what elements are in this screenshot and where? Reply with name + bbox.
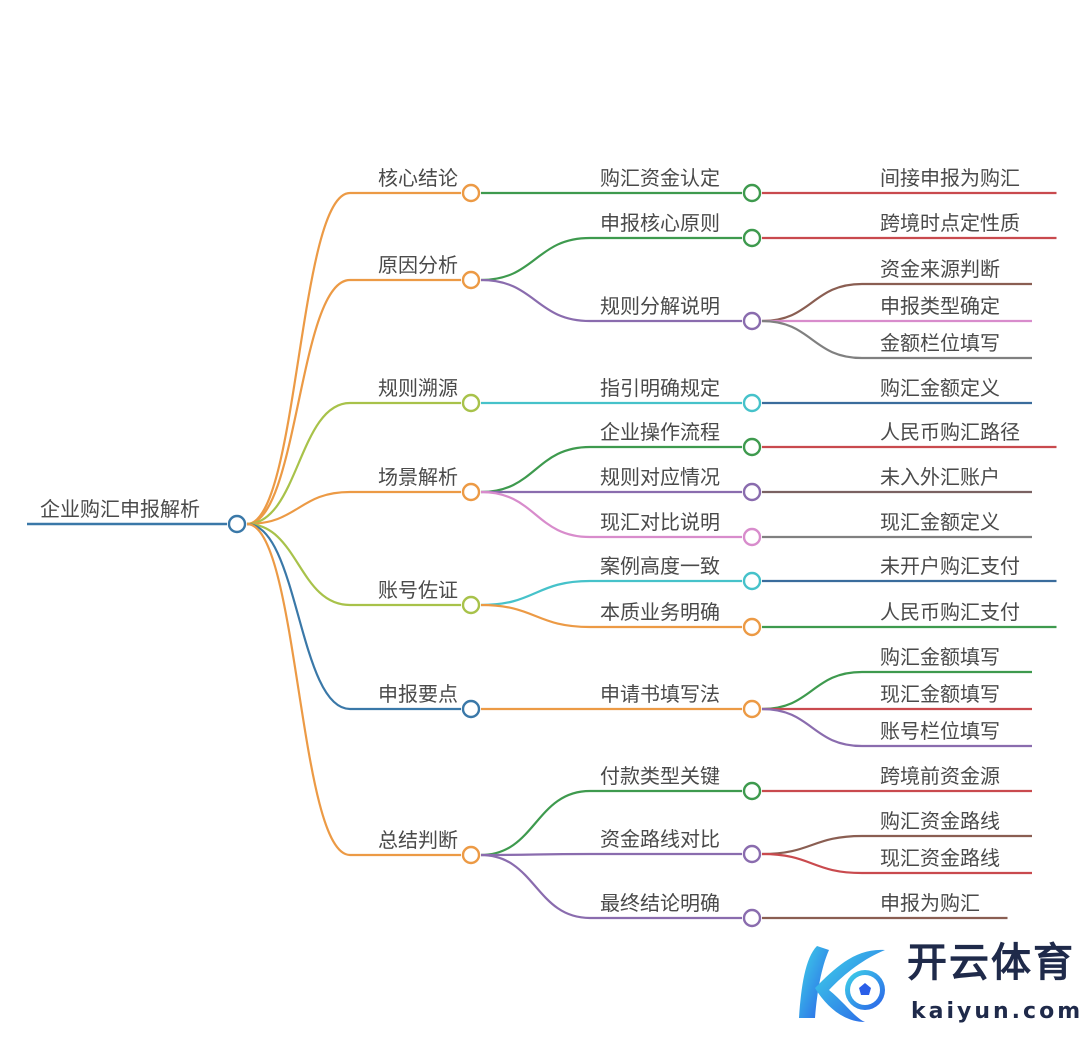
subtopic-edge bbox=[480, 852, 742, 857]
subtopic: 企业操作流程 bbox=[600, 420, 720, 444]
leaf-topic: 间接申报为购汇 bbox=[880, 166, 1020, 190]
leaf-edge bbox=[761, 319, 1032, 360]
subtopic-node-circle bbox=[742, 482, 762, 502]
subtopic: 购汇资金认定 bbox=[600, 166, 720, 190]
leaf-topic: 购汇金额填写 bbox=[880, 645, 1000, 669]
leaf-topic: 金额栏位填写 bbox=[880, 331, 1000, 355]
leaf-topic: 购汇金额定义 bbox=[880, 376, 1000, 400]
logo-name: 开云体育 bbox=[907, 940, 1075, 986]
leaf-edge bbox=[761, 670, 1032, 711]
leaf-topic: 跨境时点定性质 bbox=[880, 211, 1020, 235]
nodes bbox=[227, 183, 762, 928]
subtopic-node-circle bbox=[742, 527, 762, 547]
subtopic-node-circle bbox=[742, 617, 762, 637]
leaf-topic: 人民币购汇路径 bbox=[880, 420, 1020, 444]
subtopic-edge bbox=[480, 236, 742, 282]
subtopic: 现汇对比说明 bbox=[600, 510, 720, 534]
branch-topic: 账号佐证 bbox=[378, 578, 458, 602]
branch-node-circle bbox=[461, 393, 481, 413]
subtopic-node-circle bbox=[742, 781, 762, 801]
subtopic-node-circle bbox=[742, 228, 762, 248]
leaf-topic: 申报为购汇 bbox=[880, 891, 980, 915]
subtopic: 最终结论明确 bbox=[600, 891, 720, 915]
subtopic-node-circle bbox=[742, 908, 762, 928]
kaiyun-k-ball-icon bbox=[799, 946, 885, 1022]
leaf-topic: 未入外汇账户 bbox=[880, 465, 1000, 489]
branch-edge bbox=[246, 522, 461, 711]
branch-topic: 申报要点 bbox=[378, 682, 458, 706]
leaf-topic: 现汇金额定义 bbox=[880, 510, 1000, 534]
branch-edge bbox=[246, 401, 461, 526]
subtopic-node-circle bbox=[742, 571, 762, 591]
branch-node-circle bbox=[461, 595, 481, 615]
branch-node-circle bbox=[461, 482, 481, 502]
leaf-topic: 现汇资金路线 bbox=[880, 846, 1000, 870]
subtopic-node-circle bbox=[742, 311, 762, 331]
leaf-topic: 跨境前资金源 bbox=[880, 764, 1000, 788]
branch-topic: 总结判断 bbox=[378, 828, 458, 852]
branch-edge bbox=[246, 191, 461, 526]
branch-topic: 场景解析 bbox=[378, 465, 458, 489]
edges bbox=[27, 191, 1057, 920]
branch-edge bbox=[246, 522, 461, 607]
subtopic-node-circle bbox=[742, 183, 762, 203]
branch-node-circle bbox=[461, 845, 481, 865]
subtopic-edge bbox=[480, 853, 742, 920]
leaf-edge bbox=[761, 707, 1032, 748]
subtopic-edge bbox=[480, 603, 742, 629]
branch-node-circle bbox=[461, 183, 481, 203]
branch-edge bbox=[246, 522, 461, 857]
branch-topic: 核心结论 bbox=[378, 166, 458, 190]
subtopic-node-circle bbox=[742, 844, 762, 864]
subtopic: 资金路线对比 bbox=[600, 827, 720, 851]
leaf-edge bbox=[761, 834, 1032, 856]
subtopic: 申请书填写法 bbox=[600, 682, 720, 706]
leaf-topic: 申报类型确定 bbox=[880, 294, 1000, 318]
subtopic-node-circle bbox=[742, 699, 762, 719]
subtopic: 指引明确规定 bbox=[600, 376, 720, 400]
root-topic: 企业购汇申报解析 bbox=[40, 497, 200, 521]
subtopic-node-circle bbox=[742, 437, 762, 457]
leaf-topic: 资金来源判断 bbox=[880, 257, 1000, 281]
branch-edge bbox=[246, 278, 461, 526]
subtopic: 申报核心原则 bbox=[600, 211, 720, 235]
subtopic-edge bbox=[480, 278, 742, 323]
branch-topic: 规则溯源 bbox=[378, 376, 458, 400]
leaf-topic: 未开户购汇支付 bbox=[880, 554, 1020, 578]
leaf-topic: 现汇金额填写 bbox=[880, 682, 1000, 706]
leaf-topic: 人民币购汇支付 bbox=[880, 600, 1020, 624]
subtopic-edge bbox=[480, 579, 742, 607]
leaf-edge bbox=[761, 282, 1032, 323]
subtopic-edge bbox=[480, 789, 742, 857]
subtopic: 本质业务明确 bbox=[600, 600, 720, 624]
branch-node-circle bbox=[461, 699, 481, 719]
subtopic: 规则对应情况 bbox=[600, 465, 720, 489]
branch-topic: 原因分析 bbox=[378, 253, 458, 277]
branch-edge bbox=[246, 490, 461, 526]
branch-node-circle bbox=[461, 270, 481, 290]
subtopic: 付款类型关键 bbox=[600, 764, 720, 788]
subtopic-edge bbox=[480, 445, 742, 494]
logo-domain: kaiyun.com bbox=[911, 999, 1080, 1024]
leaf-topic: 账号栏位填写 bbox=[880, 719, 1000, 743]
subtopic: 规则分解说明 bbox=[600, 294, 720, 318]
kaiyun-logo: 开云体育 kaiyun.com bbox=[795, 938, 1080, 1034]
leaf-edge bbox=[761, 852, 1032, 875]
subtopic: 案例高度一致 bbox=[600, 554, 720, 578]
root-node-circle bbox=[227, 514, 247, 534]
leaf-topic: 购汇资金路线 bbox=[880, 809, 1000, 833]
subtopic-edge bbox=[480, 490, 742, 539]
subtopic-node-circle bbox=[742, 393, 762, 413]
